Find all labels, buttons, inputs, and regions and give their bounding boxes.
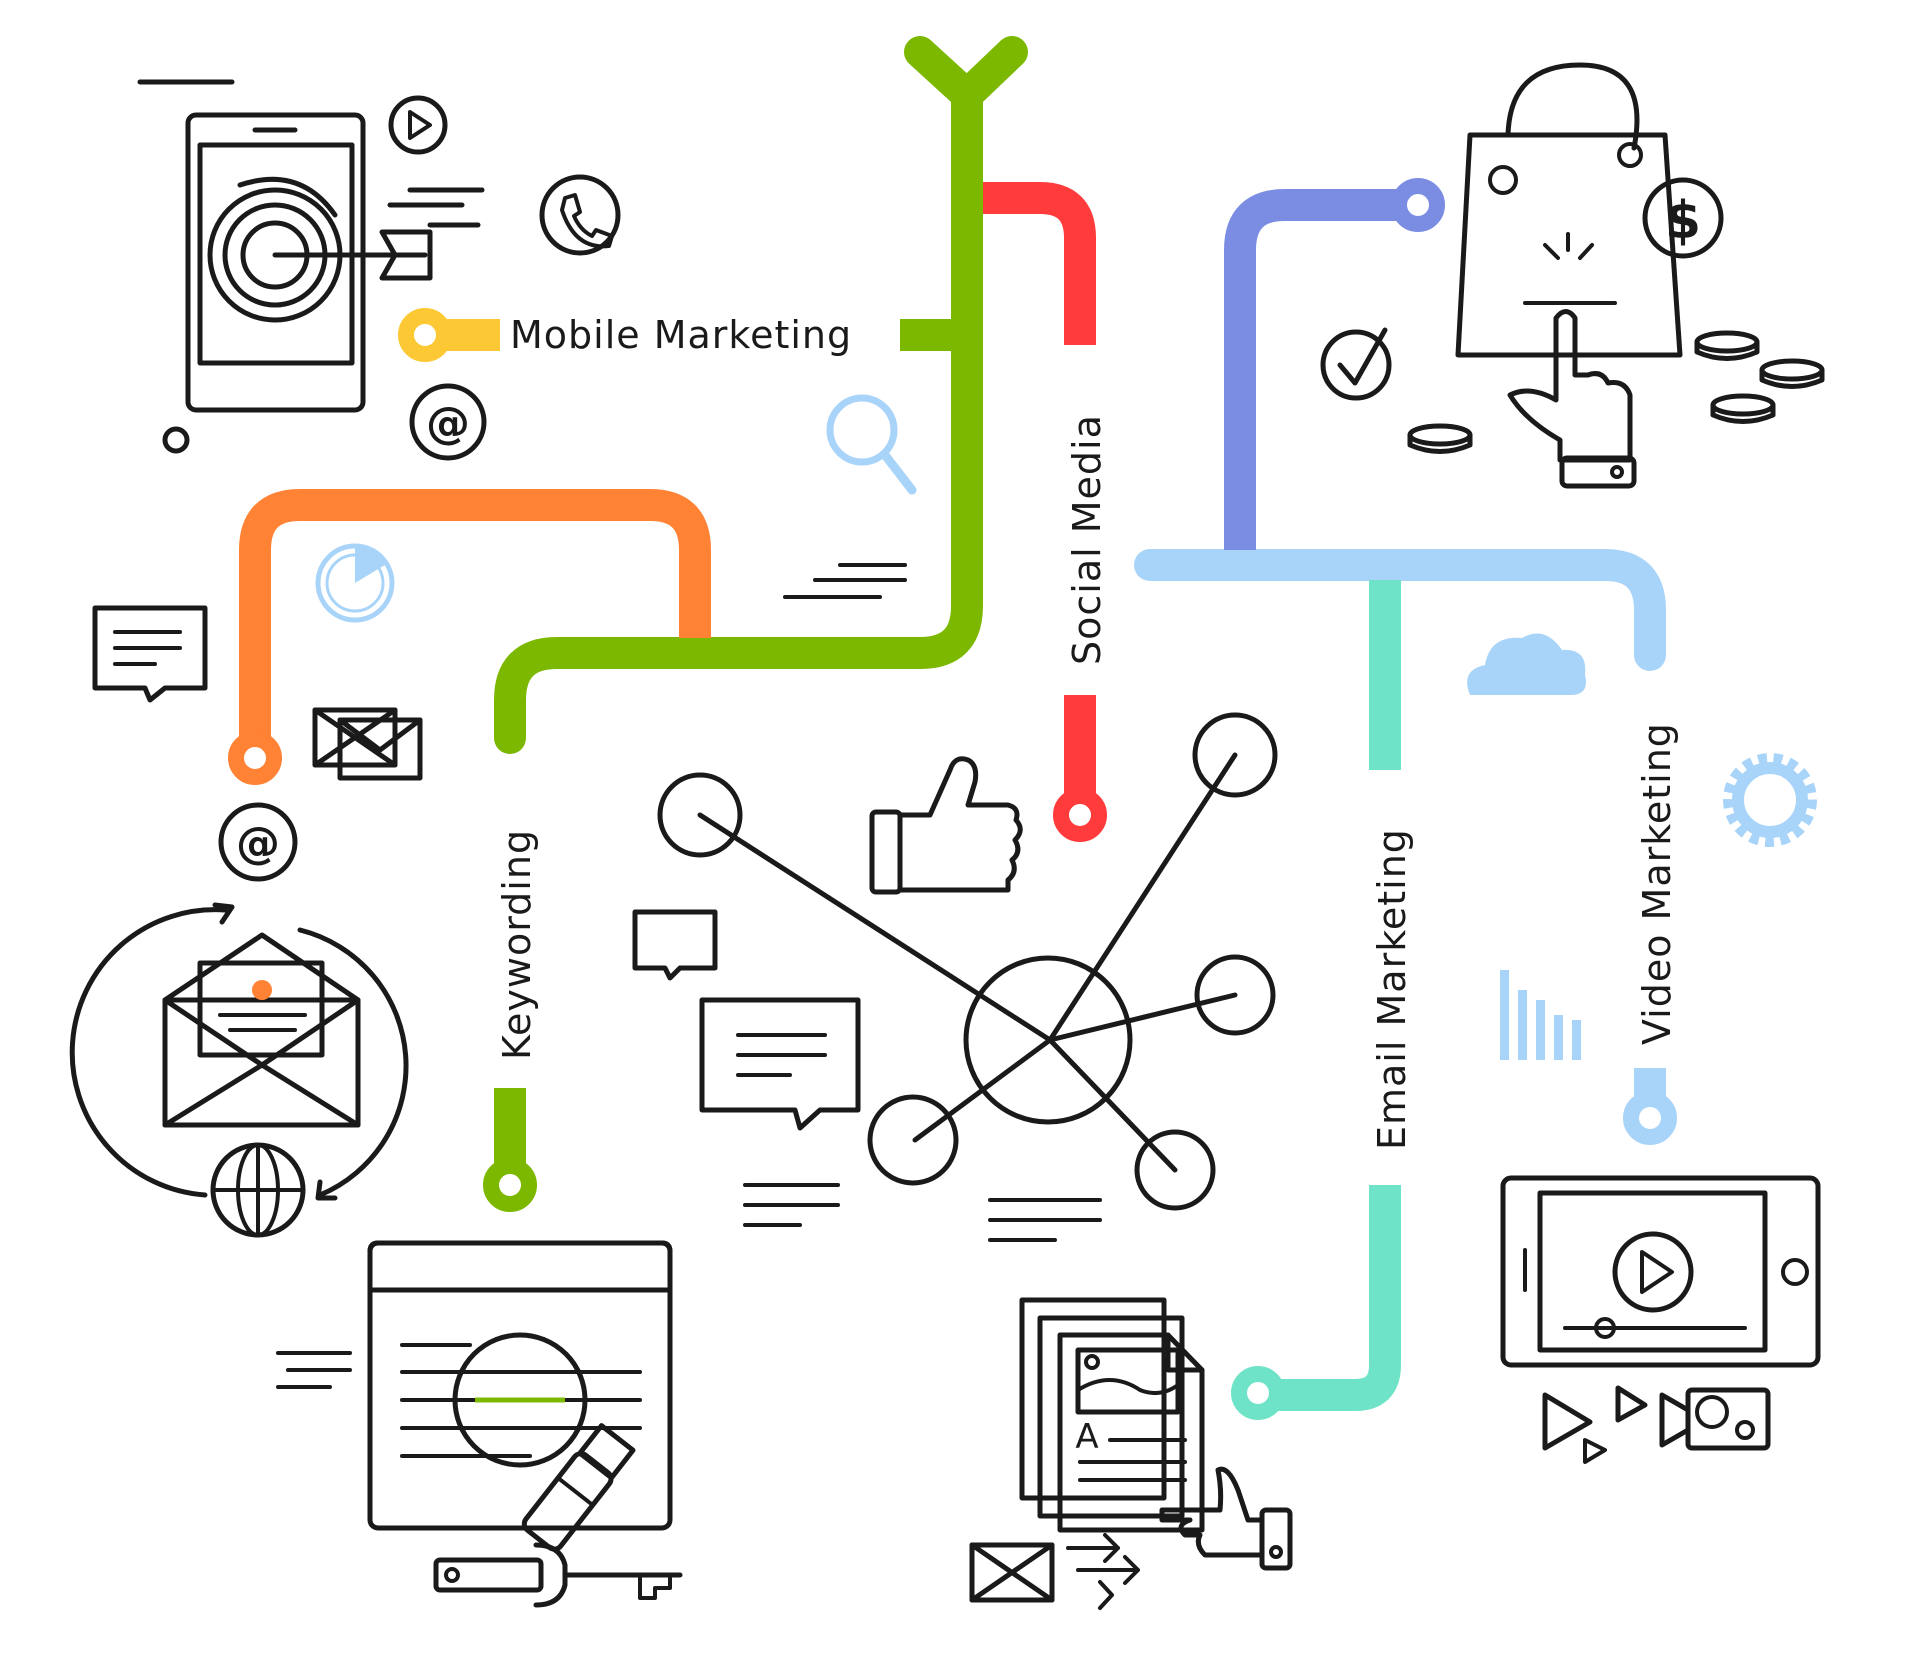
label-email-marketing: Email Marketing [1370, 828, 1414, 1150]
orange-line [239, 489, 711, 745]
browser-search-icon [276, 1240, 673, 1552]
pointing-hand-icon [1507, 309, 1637, 489]
network-node [867, 1094, 959, 1186]
envelope-teal-icon [969, 1542, 1055, 1603]
network-node-hub [963, 955, 1133, 1125]
arrows-icon [1066, 1533, 1140, 1610]
label-social-media: Social Media [1065, 414, 1109, 665]
chart-pie-icon [315, 543, 395, 623]
bar-chart-icon [1500, 970, 1581, 1060]
network-node [1134, 1129, 1216, 1211]
svg-text:@: @ [236, 818, 280, 869]
yellow-line-endpoint [398, 308, 452, 362]
svg-text:$: $ [1665, 191, 1701, 251]
search-icon [826, 394, 917, 495]
play-badge-icon [388, 95, 448, 155]
label-mobile-marketing: Mobile Marketing [510, 313, 852, 357]
red-line-social-media [983, 182, 1096, 345]
at-sign-orange-icon: @ [218, 802, 298, 882]
teal-line-email-lower [1275, 1185, 1401, 1411]
green-line-endpoint [483, 1158, 537, 1212]
speech-bubble-red-icon [699, 997, 861, 1131]
text-lines-decoration [743, 1183, 1102, 1242]
cloud-icon [1467, 633, 1586, 695]
play-triangles-icon [1542, 1385, 1648, 1464]
dollar-coin-icon: $ [1642, 177, 1724, 259]
document-hand-icon: A [1019, 1297, 1293, 1571]
svg-text:@: @ [426, 398, 470, 449]
label-video-marketing: Video Marketing [1635, 722, 1679, 1045]
key-icon [433, 1542, 683, 1608]
indigo-line [1224, 189, 1400, 550]
indigo-line-endpoint [1391, 178, 1445, 232]
teal-line-endpoint [1231, 1366, 1285, 1420]
shopping-bag-icon [1455, 62, 1683, 358]
gear-icon [1723, 753, 1817, 847]
email-cycle-icon [69, 902, 409, 1238]
network-graph [657, 712, 1278, 1211]
video-camera-icon [1659, 1387, 1771, 1451]
network-node [1192, 712, 1278, 798]
at-sign-icon: @ [409, 383, 487, 461]
red-line-endpoint [1053, 788, 1107, 842]
network-node [657, 772, 743, 858]
speech-bubble-outline-icon [632, 909, 718, 981]
thumbs-up-icon [869, 756, 1023, 895]
envelopes-icon [312, 707, 423, 781]
coins-icon [1407, 330, 1825, 454]
orange-line-endpoint [228, 731, 282, 785]
checkmark-icon [1320, 327, 1392, 401]
chat-bubble-icon [92, 605, 208, 703]
mobile-target-icon [137, 79, 485, 454]
route-lines [228, 36, 1677, 1420]
green-line-keywording [494, 36, 1028, 754]
label-keywording: Keywording [495, 829, 539, 1060]
speed-lines-icon [783, 563, 907, 599]
svg-text:A: A [1075, 1417, 1098, 1457]
lightblue-line [1134, 549, 1666, 671]
phone-call-icon [539, 174, 621, 256]
tablet-video-icon [1500, 1175, 1821, 1368]
lightblue-line-endpoint [1623, 1091, 1677, 1145]
network-node [1194, 954, 1276, 1036]
